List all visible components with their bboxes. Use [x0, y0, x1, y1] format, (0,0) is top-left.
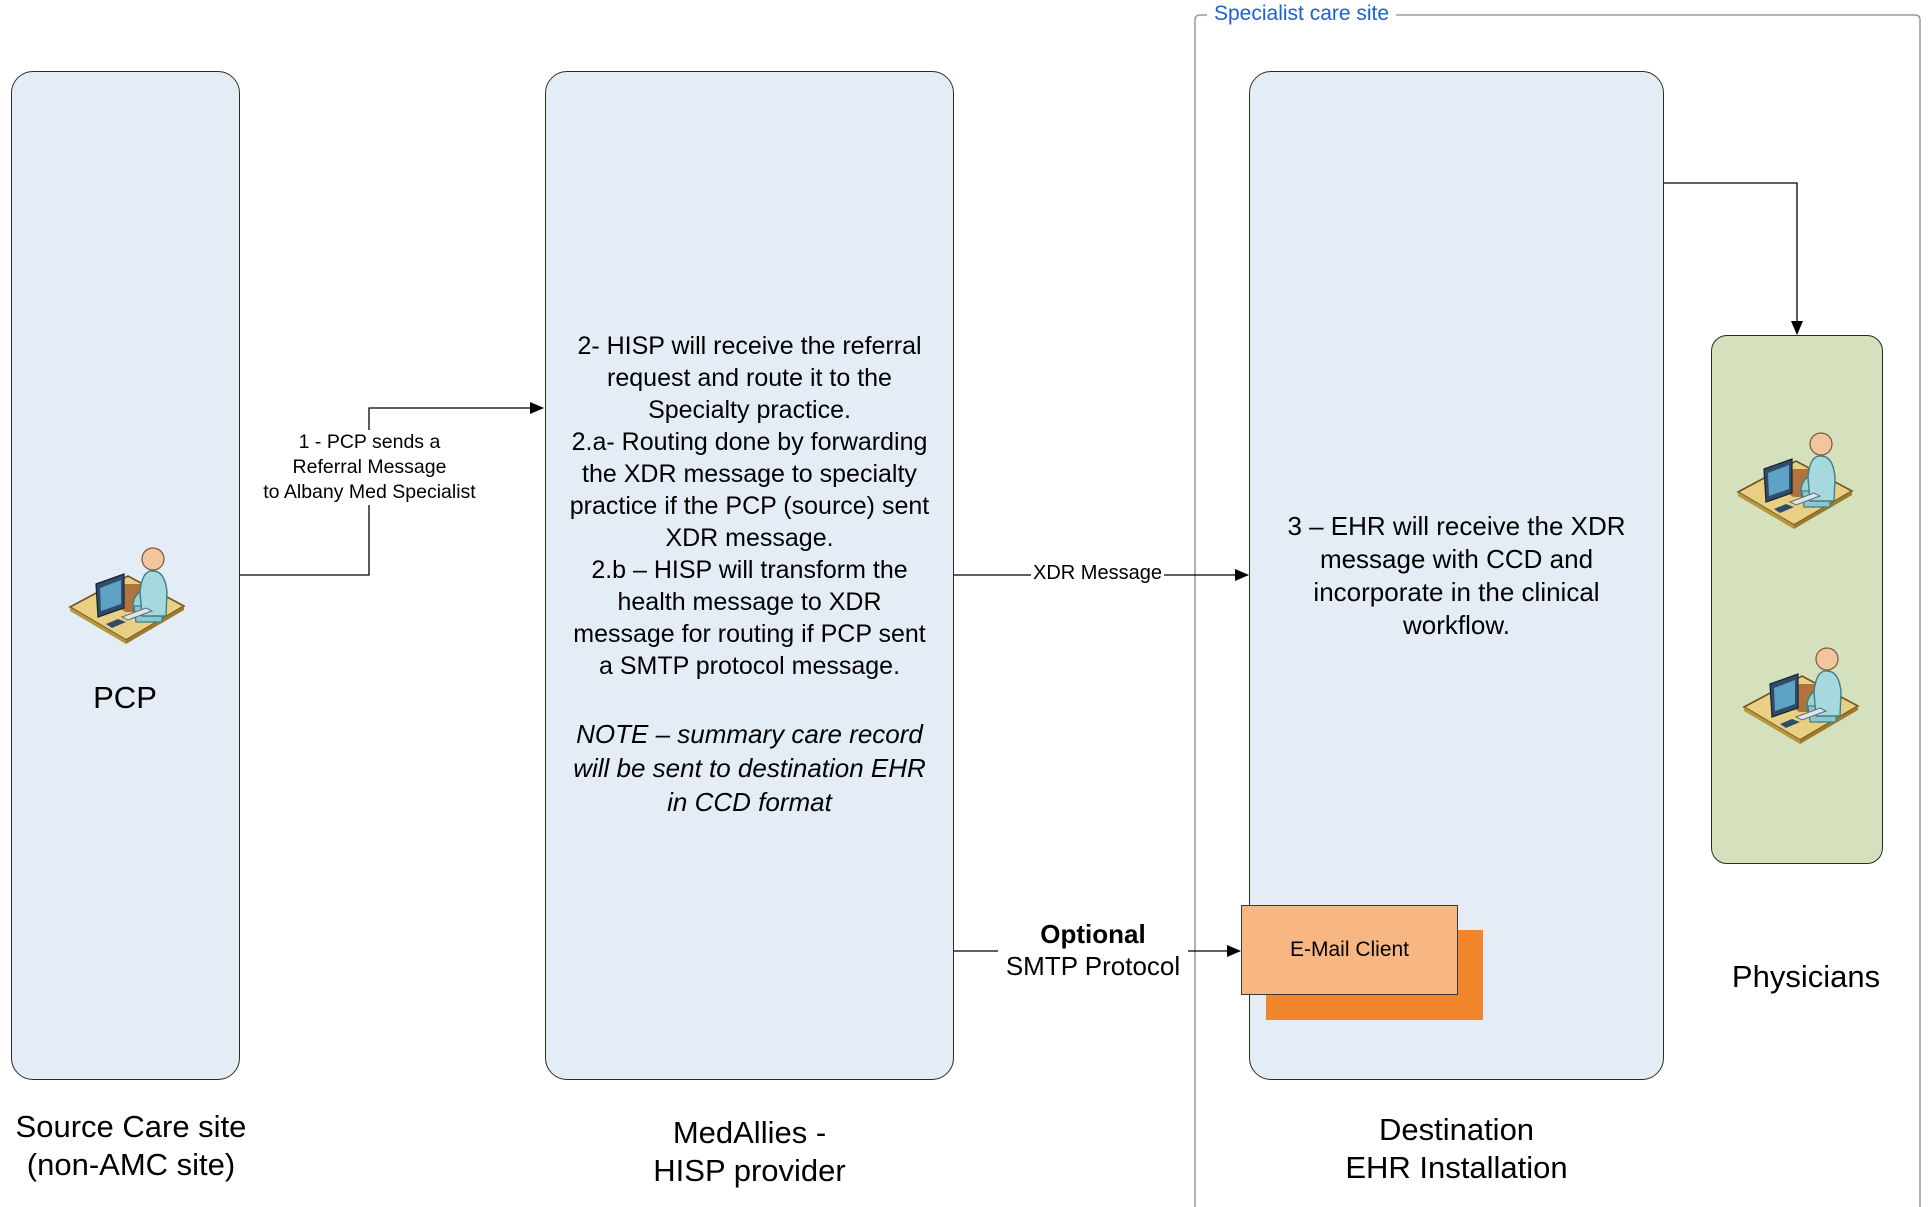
smtp-optional-label: Optional	[1040, 919, 1146, 949]
hisp-note-line: NOTE – summary care record	[576, 719, 923, 749]
hisp-text-line: 2.a- Routing done by forwarding	[571, 428, 928, 456]
email-client-box: E-Mail Client	[1241, 905, 1458, 995]
hisp-text-line: practice if the PCP (source) sent	[569, 492, 930, 520]
hisp-text-line: 2- HISP will receive the referral	[577, 332, 922, 360]
hisp-text-line: XDR message.	[665, 524, 834, 552]
workstation-user-icon	[1734, 425, 1854, 535]
hisp-text-line: 2.b – HISP will transform the	[591, 556, 908, 584]
specialist-site-label: Specialist care site	[1207, 2, 1397, 26]
workstation-user-icon	[66, 540, 186, 650]
hisp-note: NOTE – summary care record will be sent …	[545, 717, 954, 819]
hisp-text-line: Specialty practice.	[648, 396, 851, 424]
referral-label-line3: to Albany Med Specialist	[263, 481, 476, 503]
source-lane-title-line1: Source Care site	[15, 1109, 247, 1144]
ehr-lane-title: Destination EHR Installation	[1249, 1111, 1664, 1187]
ehr-text-line: 3 – EHR will receive the XDR	[1287, 511, 1626, 541]
hisp-lane-title-line1: MedAllies -	[672, 1115, 827, 1150]
referral-label-line1: 1 - PCP sends a	[298, 431, 441, 453]
hisp-text-line: a SMTP protocol message.	[598, 652, 901, 680]
hisp-text-line: request and route it to the	[607, 364, 892, 392]
physicians-lane	[1711, 335, 1883, 864]
referral-edge-label: 1 - PCP sends a Referral Message to Alba…	[247, 430, 492, 505]
hisp-text-line: message for routing if PCP sent	[573, 620, 926, 648]
source-lane-title: Source Care site (non-AMC site)	[0, 1108, 262, 1184]
hisp-lane-title-line2: HISP provider	[653, 1153, 846, 1188]
xdr-edge-label: XDR Message	[1031, 562, 1164, 585]
pcp-label: PCP	[93, 680, 157, 715]
ehr-text-line: workflow.	[1403, 610, 1510, 640]
hisp-lane-title: MedAllies - HISP provider	[545, 1114, 954, 1190]
ehr-to-physicians-connector	[1658, 182, 1803, 335]
physicians-label: Physicians	[1731, 959, 1881, 994]
ehr-text-line: incorporate in the clinical	[1313, 577, 1600, 607]
smtp-protocol-label: SMTP Protocol	[1005, 951, 1181, 981]
ehr-text-line: message with CCD and	[1319, 544, 1594, 574]
source-lane-title-line2: (non-AMC site)	[26, 1147, 236, 1182]
smtp-edge-label: Optional SMTP Protocol	[998, 918, 1188, 982]
ehr-description: 3 – EHR will receive the XDR message wit…	[1249, 510, 1664, 642]
specialist-site-group-border	[1194, 14, 1921, 1207]
hisp-note-line: will be sent to destination EHR	[573, 753, 926, 783]
workstation-user-icon	[1740, 640, 1860, 750]
ehr-lane-title-line1: Destination	[1378, 1112, 1535, 1147]
hisp-note-line: in CCD format	[667, 787, 832, 817]
hisp-text-line: health message to XDR	[617, 588, 882, 616]
hisp-provider-lane	[545, 71, 954, 1080]
ehr-lane-title-line2: EHR Installation	[1345, 1150, 1568, 1185]
referral-label-line2: Referral Message	[292, 456, 447, 478]
email-client-label: E-Mail Client	[1289, 938, 1410, 961]
source-care-lane	[11, 71, 240, 1080]
hisp-description: 2- HISP will receive the referral reques…	[545, 330, 954, 682]
hisp-text-line: the XDR message to specialty	[582, 460, 917, 488]
